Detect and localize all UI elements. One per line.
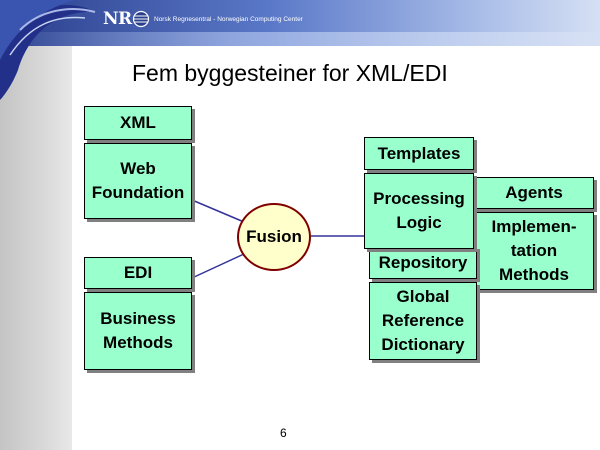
header-highlight <box>0 32 600 46</box>
xml-box: XML <box>84 106 192 140</box>
slide-title: Fem byggesteiner for XML/EDI <box>132 60 448 86</box>
processing-logic-box: Processing Logic <box>364 173 474 249</box>
organization-name: Norsk Regnesentral - Norwegian Computing… <box>154 16 303 23</box>
global-reference-dictionary-box: Global Reference Dictionary <box>369 282 477 360</box>
corner-swirl-graphic <box>0 0 96 100</box>
implementation-methods-box: Implemen- tation Methods <box>474 212 594 290</box>
edi-box: EDI <box>84 257 192 289</box>
fusion-node: Fusion <box>237 203 311 271</box>
logo: NR <box>103 9 132 29</box>
templates-box: Templates <box>364 137 474 170</box>
connector-web-foundation-fusion <box>191 199 245 223</box>
globe-icon <box>132 10 150 28</box>
agents-box: Agents <box>474 177 594 209</box>
web-foundation-box: Web Foundation <box>84 143 192 219</box>
repository-box: Repository <box>369 246 477 279</box>
page-number: 6 <box>280 426 287 440</box>
connector-business-methods-fusion <box>191 253 245 279</box>
business-methods-box: Business Methods <box>84 292 192 370</box>
